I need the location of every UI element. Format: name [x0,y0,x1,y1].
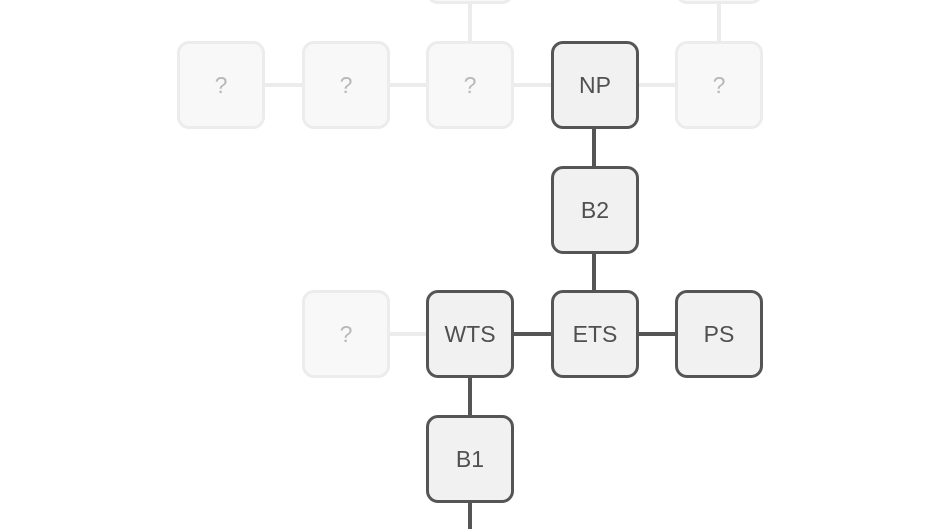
connector-wts-ets [511,332,553,336]
connector-locked [511,83,553,87]
connector-b1-down [468,500,472,529]
connector-wts-b1 [468,375,472,417]
node-label: B2 [580,196,610,223]
node-label: NP [579,71,611,98]
connector-locked [387,83,429,87]
skill-node-ps[interactable]: PS [675,290,763,378]
node-label: B1 [455,445,485,472]
node-label: ETS [572,320,618,347]
connector-locked [262,83,304,87]
locked-skill-node[interactable] [675,0,763,4]
connector-ets-ps [636,332,678,336]
node-label: ? [214,71,228,98]
node-label: WTS [444,320,496,347]
connector-locked [387,332,429,336]
skill-node-b2[interactable]: B2 [551,166,639,254]
locked-skill-node[interactable]: ? [302,290,390,378]
skill-node-np[interactable]: NP [551,41,639,129]
node-label: ? [339,320,353,347]
node-label: PS [703,320,735,347]
connector-np-b2 [592,126,596,168]
skill-node-b1[interactable]: B1 [426,415,514,503]
locked-skill-node[interactable]: ? [177,41,265,129]
connector-locked [468,0,472,44]
locked-skill-node[interactable]: ? [302,41,390,129]
node-label: ? [463,71,477,98]
connector-b2-ets [592,251,596,293]
connector-locked [636,83,678,87]
locked-skill-node[interactable]: ? [426,41,514,129]
skill-node-wts[interactable]: WTS [426,290,514,378]
locked-skill-node[interactable] [426,0,514,4]
node-label: ? [712,71,726,98]
locked-skill-node[interactable]: ? [675,41,763,129]
connector-locked [717,0,721,44]
skill-node-ets[interactable]: ETS [551,290,639,378]
node-label: ? [339,71,353,98]
